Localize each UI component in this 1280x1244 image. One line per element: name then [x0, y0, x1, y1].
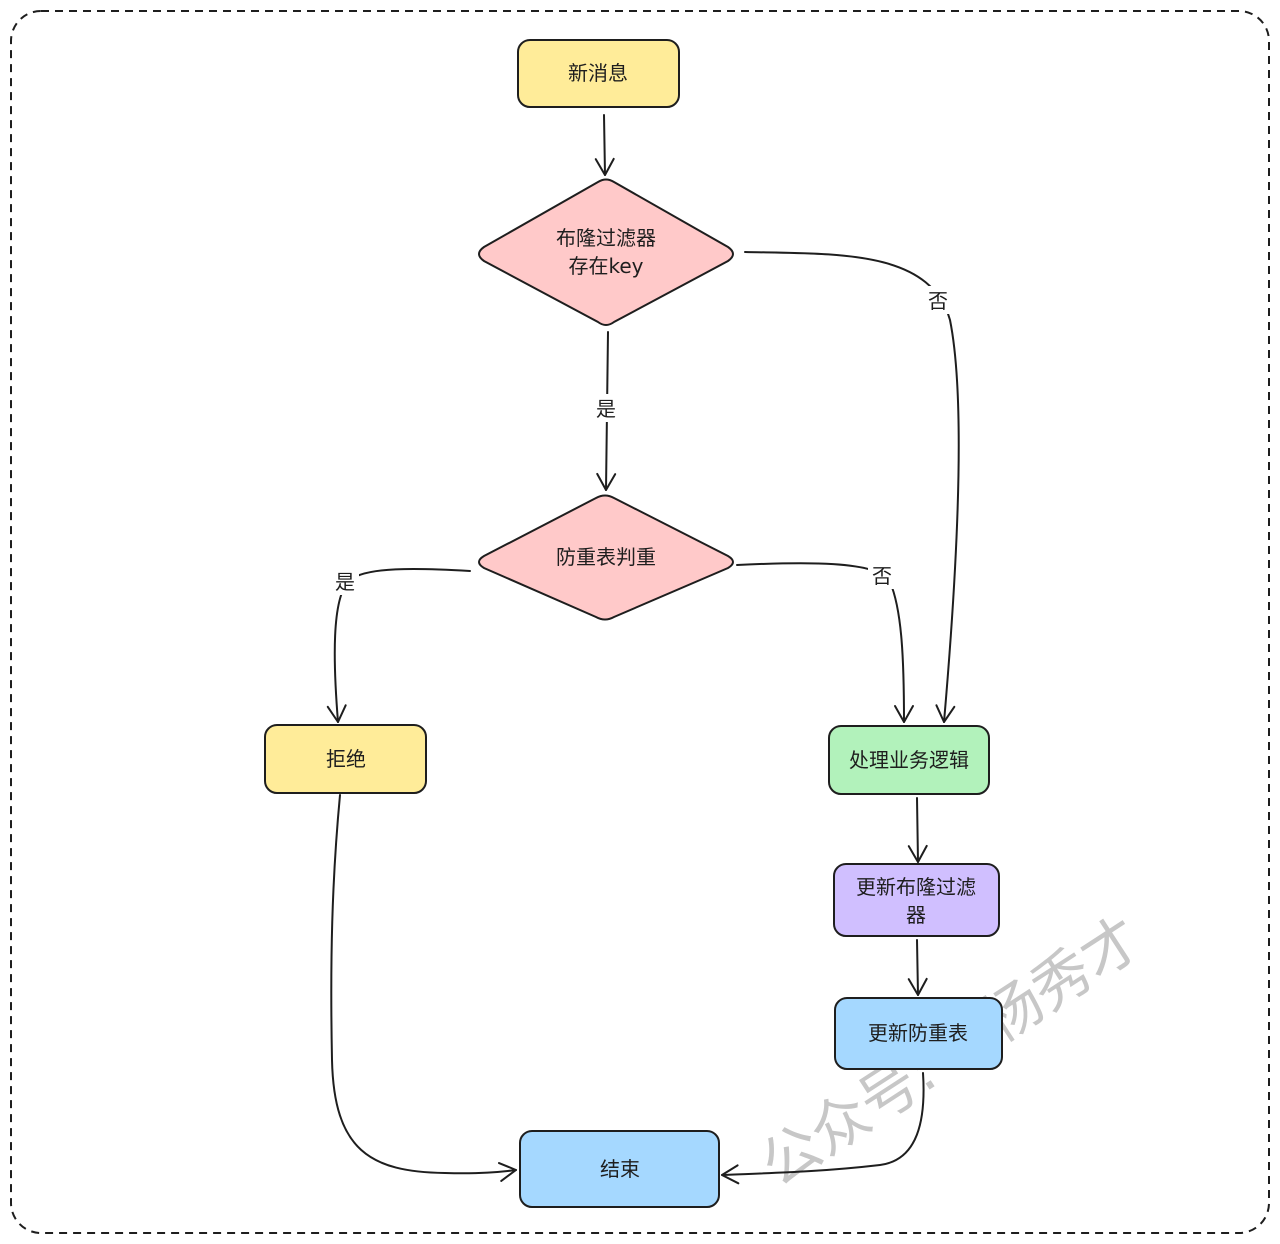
- edge-label-bg: [924, 286, 952, 314]
- node-update-bloom[interactable]: 更新布隆过滤 器: [833, 863, 1000, 937]
- node-end-label: 结束: [600, 1157, 640, 1181]
- edge-label-bloom-no: 否: [928, 289, 948, 313]
- node-bloom-check-label-1: 布隆过滤器: [556, 226, 656, 250]
- node-bloom-check-label-2: 存在key: [568, 254, 643, 278]
- node-update-dedup[interactable]: 更新防重表: [834, 997, 1003, 1070]
- node-dedup-check[interactable]: 防重表判重: [478, 494, 734, 621]
- edge-label-bg: [331, 567, 359, 595]
- edge-label-dedup-no: 否: [872, 564, 892, 588]
- edge-label-bg: [592, 394, 620, 422]
- edge-update-dedup-to-end: [721, 1072, 925, 1185]
- edge-label-bg: [868, 561, 896, 589]
- node-bloom-check[interactable]: 布隆过滤器 存在key: [478, 178, 734, 326]
- node-new-message[interactable]: 新消息: [517, 39, 680, 108]
- edge-bloom-no-to-process: [744, 251, 960, 723]
- node-update-bloom-label-2: 器: [906, 903, 926, 927]
- node-update-dedup-label: 更新防重表: [868, 1021, 968, 1045]
- node-dedup-check-label: 防重表判重: [556, 545, 656, 569]
- diagram-frame: [10, 10, 1270, 1234]
- edge-update-bloom-to-update-dedup: [907, 939, 928, 996]
- edge-label-bloom-yes: 是: [596, 397, 616, 421]
- edge-new-to-bloom: [594, 114, 615, 176]
- node-new-message-label: 新消息: [568, 61, 628, 85]
- node-process[interactable]: 处理业务逻辑: [828, 725, 990, 795]
- edge-reject-to-end: [330, 794, 517, 1182]
- node-process-label: 处理业务逻辑: [849, 748, 969, 772]
- node-reject[interactable]: 拒绝: [264, 724, 427, 794]
- node-update-bloom-label-1: 更新布隆过滤: [856, 875, 976, 899]
- node-end[interactable]: 结束: [519, 1130, 720, 1208]
- edge-label-dedup-yes: 是: [335, 570, 355, 594]
- edge-process-to-update-bloom: [907, 797, 928, 863]
- node-reject-label: 拒绝: [326, 747, 366, 771]
